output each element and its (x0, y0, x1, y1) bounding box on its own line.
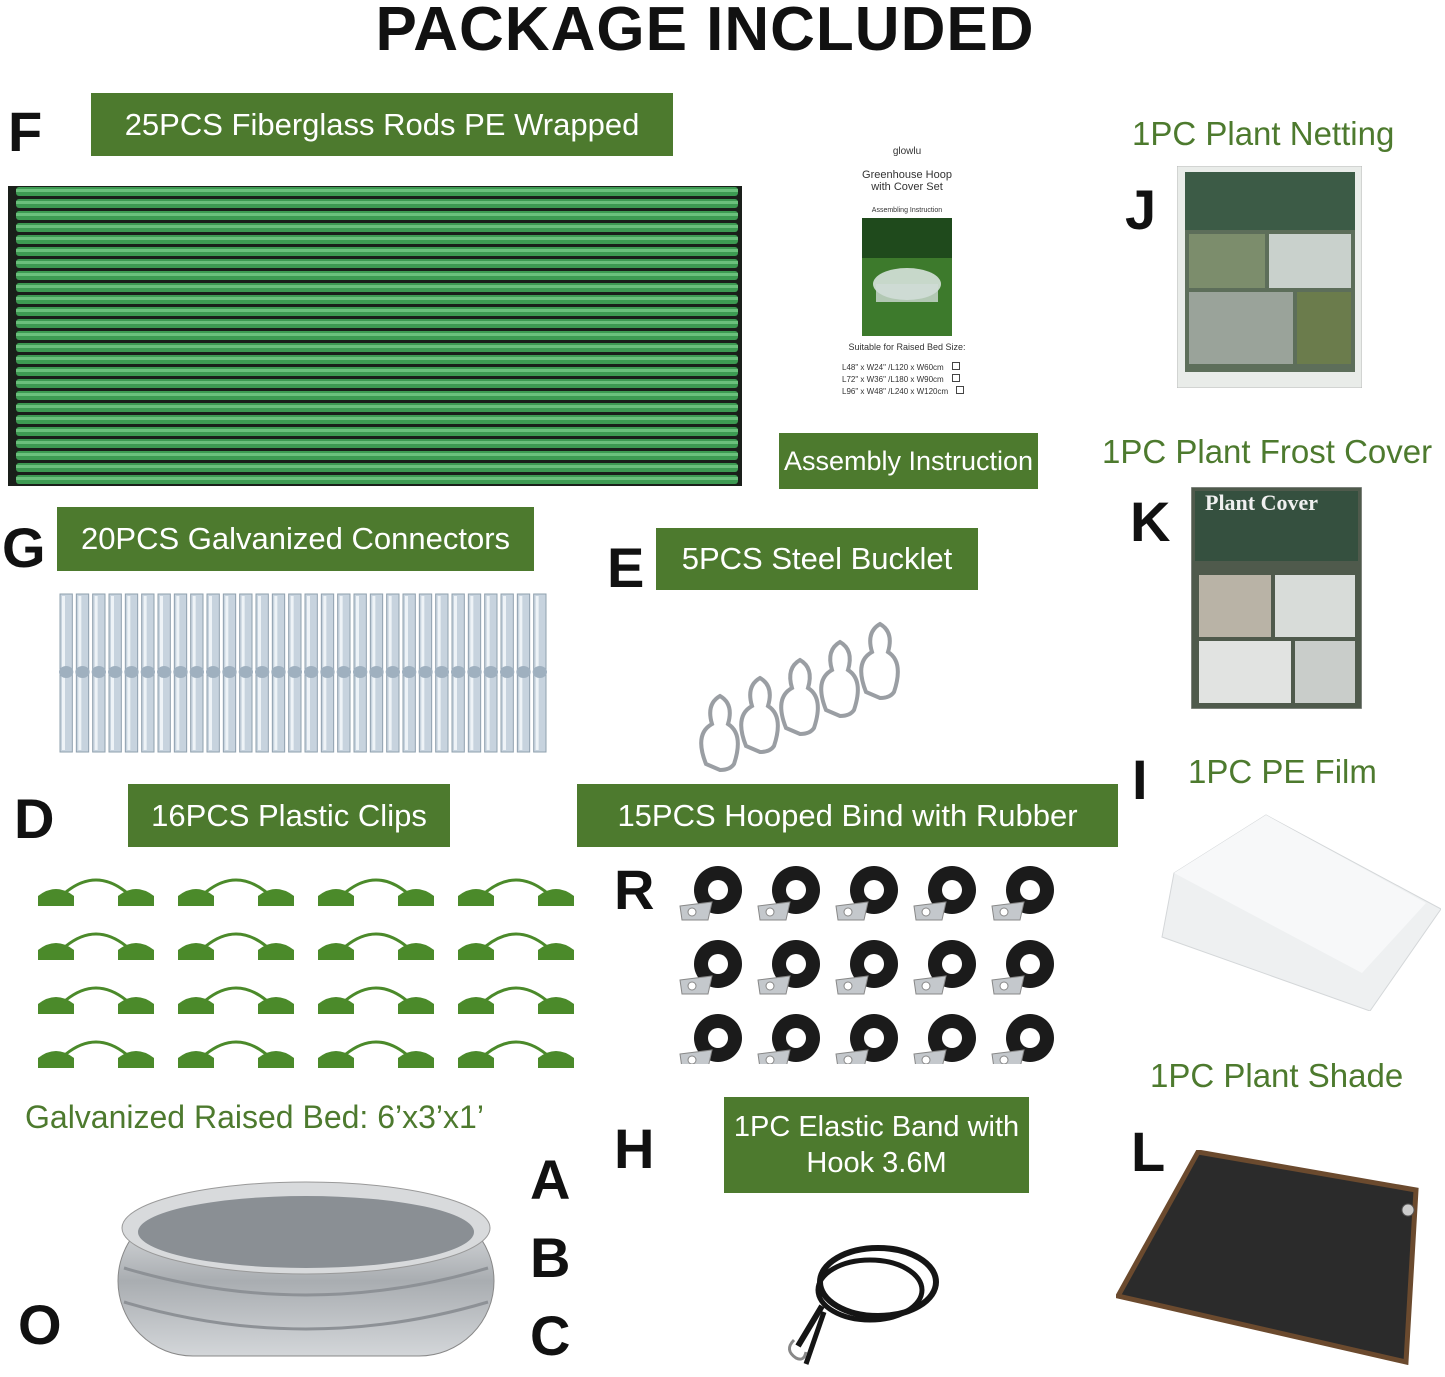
frost-label: 1PC Plant Frost Cover (1102, 433, 1433, 470)
letter-k: K (1130, 490, 1171, 553)
hooped-bind (679, 866, 742, 921)
raised-bed-label: Galvanized Raised Bed: 6’x3’x1’ (25, 1099, 484, 1135)
shade-label: 1PC Plant Shade (1150, 1057, 1404, 1094)
bucklet (739, 675, 780, 755)
frost-package-text: Plant Cover (1205, 490, 1319, 515)
plastic-clip (458, 878, 574, 906)
hooped-bind (991, 940, 1054, 995)
hooped-bind (913, 940, 976, 995)
booklet-size-3: L96" x W48" /L240 x W120cm (842, 386, 982, 398)
plastic-clip (458, 986, 574, 1014)
plastic-clip (318, 1040, 434, 1068)
pe-film-image (1156, 813, 1441, 1011)
hooped-bind-image (672, 858, 1066, 1064)
plastic-clip (318, 932, 434, 960)
letter-i: I (1132, 748, 1148, 811)
plastic-clip (318, 986, 434, 1014)
netting-label: 1PC Plant Netting (1132, 115, 1395, 152)
elastic-label-line-2: Hook 3.6M (806, 1147, 947, 1179)
letter-l: L (1131, 1120, 1166, 1183)
elastic-band-image (774, 1236, 946, 1376)
hooped-bind (835, 940, 898, 995)
bucklet (699, 693, 740, 773)
hooped-bind (835, 1014, 898, 1064)
hooped-bind (913, 1014, 976, 1064)
letter-f: F (8, 100, 43, 163)
plant-netting-image (1177, 166, 1362, 388)
hooped-bind (679, 1014, 742, 1064)
elastic-label-line-1: 1PC Elastic Band with (733, 1111, 1020, 1143)
plastic-clip (38, 986, 154, 1014)
bind-label: 15PCS Hooped Bind with Rubber (577, 784, 1118, 847)
letter-a: A (530, 1148, 571, 1211)
hooped-bind (991, 1014, 1054, 1064)
hooped-bind (679, 940, 742, 995)
bucklet (819, 639, 860, 719)
elastic-label: 1PC Elastic Band with Hook 3.6M (724, 1097, 1029, 1193)
plastic-clip (458, 932, 574, 960)
booklet-suitable: Suitable for Raised Bed Size: (848, 342, 966, 352)
plastic-clip (178, 932, 294, 960)
letter-o: O (18, 1293, 62, 1356)
plastic-clips-image (34, 868, 584, 1068)
pe-film-label: 1PC PE Film (1188, 753, 1377, 790)
instruction-booklet: glowlu Greenhouse Hoop with Cover Set As… (832, 146, 982, 426)
letter-b: B (530, 1226, 571, 1289)
fiberglass-rods-image (8, 186, 742, 486)
plastic-clip (178, 878, 294, 906)
hooped-bind (991, 866, 1054, 921)
booklet-title-2: with Cover Set (871, 181, 943, 193)
booklet-size-1: L48" x W24" /L120 x W60cm (842, 362, 982, 374)
connectors-label: 20PCS Galvanized Connectors (57, 507, 534, 571)
letter-j: J (1125, 178, 1157, 241)
letter-h: H (614, 1117, 655, 1180)
hooped-bind (757, 866, 820, 921)
clips-label: 16PCS Plastic Clips (128, 784, 450, 847)
booklet-size-2: L72" x W36" /L180 x W90cm (842, 374, 982, 386)
plastic-clip (318, 878, 434, 906)
letter-g: G (2, 516, 46, 579)
assembly-label: Assembly Instruction (779, 433, 1038, 489)
letter-e: E (607, 536, 645, 599)
bucklet (779, 657, 820, 737)
bucklet (859, 621, 900, 701)
hooped-bind (757, 1014, 820, 1064)
rods-label: 25PCS Fiberglass Rods PE Wrapped (91, 93, 673, 156)
bucklet-label: 5PCS Steel Bucklet (656, 528, 978, 590)
booklet-subtitle: Assembling Instruction (871, 207, 943, 214)
frost-cover-image (1191, 487, 1362, 709)
letter-c: C (530, 1304, 571, 1367)
steel-bucklet-image (694, 604, 934, 776)
galvanized-connectors-image (58, 592, 548, 756)
letter-r: R (614, 858, 655, 921)
plastic-clip (178, 1040, 294, 1068)
hooped-bind (757, 940, 820, 995)
plastic-clip (38, 932, 154, 960)
raised-bed-image (110, 1172, 502, 1364)
plastic-clip (38, 878, 154, 906)
booklet-photo (862, 218, 952, 336)
booklet-title-1: Greenhouse Hoop (862, 169, 952, 181)
plant-shade-image (1116, 1150, 1442, 1365)
plastic-clip (458, 1040, 574, 1068)
letter-d: D (14, 787, 55, 850)
hooped-bind (835, 866, 898, 921)
booklet-brand: glowlu (892, 146, 922, 157)
page-title: PACKAGE INCLUDED (375, 0, 1035, 64)
plastic-clip (178, 986, 294, 1014)
plastic-clip (38, 1040, 154, 1068)
hooped-bind (913, 866, 976, 921)
